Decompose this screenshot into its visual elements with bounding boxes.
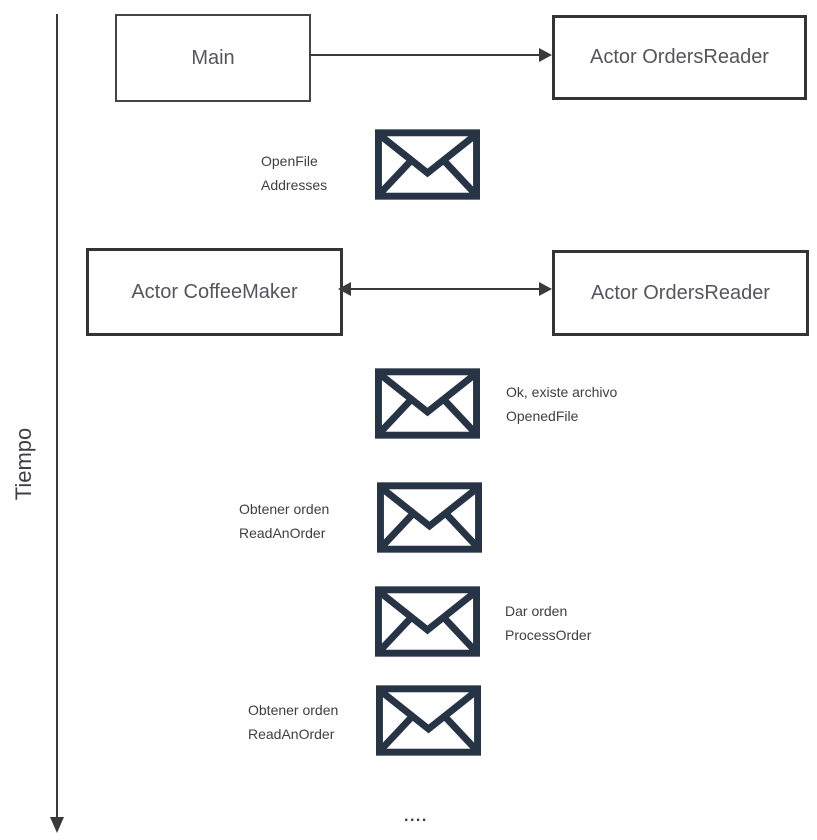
node-label: Actor OrdersReader <box>590 46 769 68</box>
message-line: Obtener orden <box>239 501 330 517</box>
message-label: OpenFile Addresses <box>261 149 327 197</box>
node-main: Main <box>115 14 311 102</box>
arrow-coffeemaker-ordersreader <box>350 288 540 290</box>
message-line: Addresses <box>261 177 328 193</box>
continuation-ellipsis: .... <box>404 808 428 825</box>
node-coffee-maker: Actor CoffeeMaker <box>86 248 343 336</box>
timeline-axis-line <box>56 14 58 818</box>
envelope-icon <box>377 482 482 553</box>
envelope-icon <box>375 586 480 657</box>
message-line: ReadAnOrder <box>239 525 326 541</box>
arrowhead-left-icon <box>338 282 351 296</box>
message-line: ProcessOrder <box>505 627 592 643</box>
message-label: Obtener orden ReadAnOrder <box>239 497 329 545</box>
node-label: Actor OrdersReader <box>591 281 770 304</box>
message-label: Dar orden ProcessOrder <box>505 599 591 647</box>
arrow-main-to-ordersreader <box>309 54 539 56</box>
timeline-label: Tiempo <box>11 427 36 501</box>
message-label: Obtener orden ReadAnOrder <box>248 698 338 746</box>
envelope-icon <box>375 368 480 439</box>
node-orders-reader-mid: Actor OrdersReader <box>552 250 809 336</box>
message-line: Ok, existe archivo <box>506 384 618 400</box>
message-line: Obtener orden <box>248 702 339 718</box>
message-label: Ok, existe archivo OpenedFile <box>506 380 617 428</box>
message-line: ReadAnOrder <box>248 726 335 742</box>
timeline-arrowhead-icon <box>50 817 64 833</box>
message-line: OpenFile <box>261 153 318 169</box>
message-line: OpenedFile <box>506 408 579 424</box>
envelope-icon <box>376 685 481 756</box>
arrowhead-right-icon <box>539 282 552 296</box>
message-line: Dar orden <box>505 603 568 619</box>
arrowhead-right-icon <box>539 48 552 62</box>
node-label: Main <box>191 46 235 69</box>
node-label: Actor CoffeeMaker <box>131 280 298 303</box>
node-orders-reader-top: Actor OrdersReader <box>552 15 807 100</box>
envelope-icon <box>375 129 480 200</box>
